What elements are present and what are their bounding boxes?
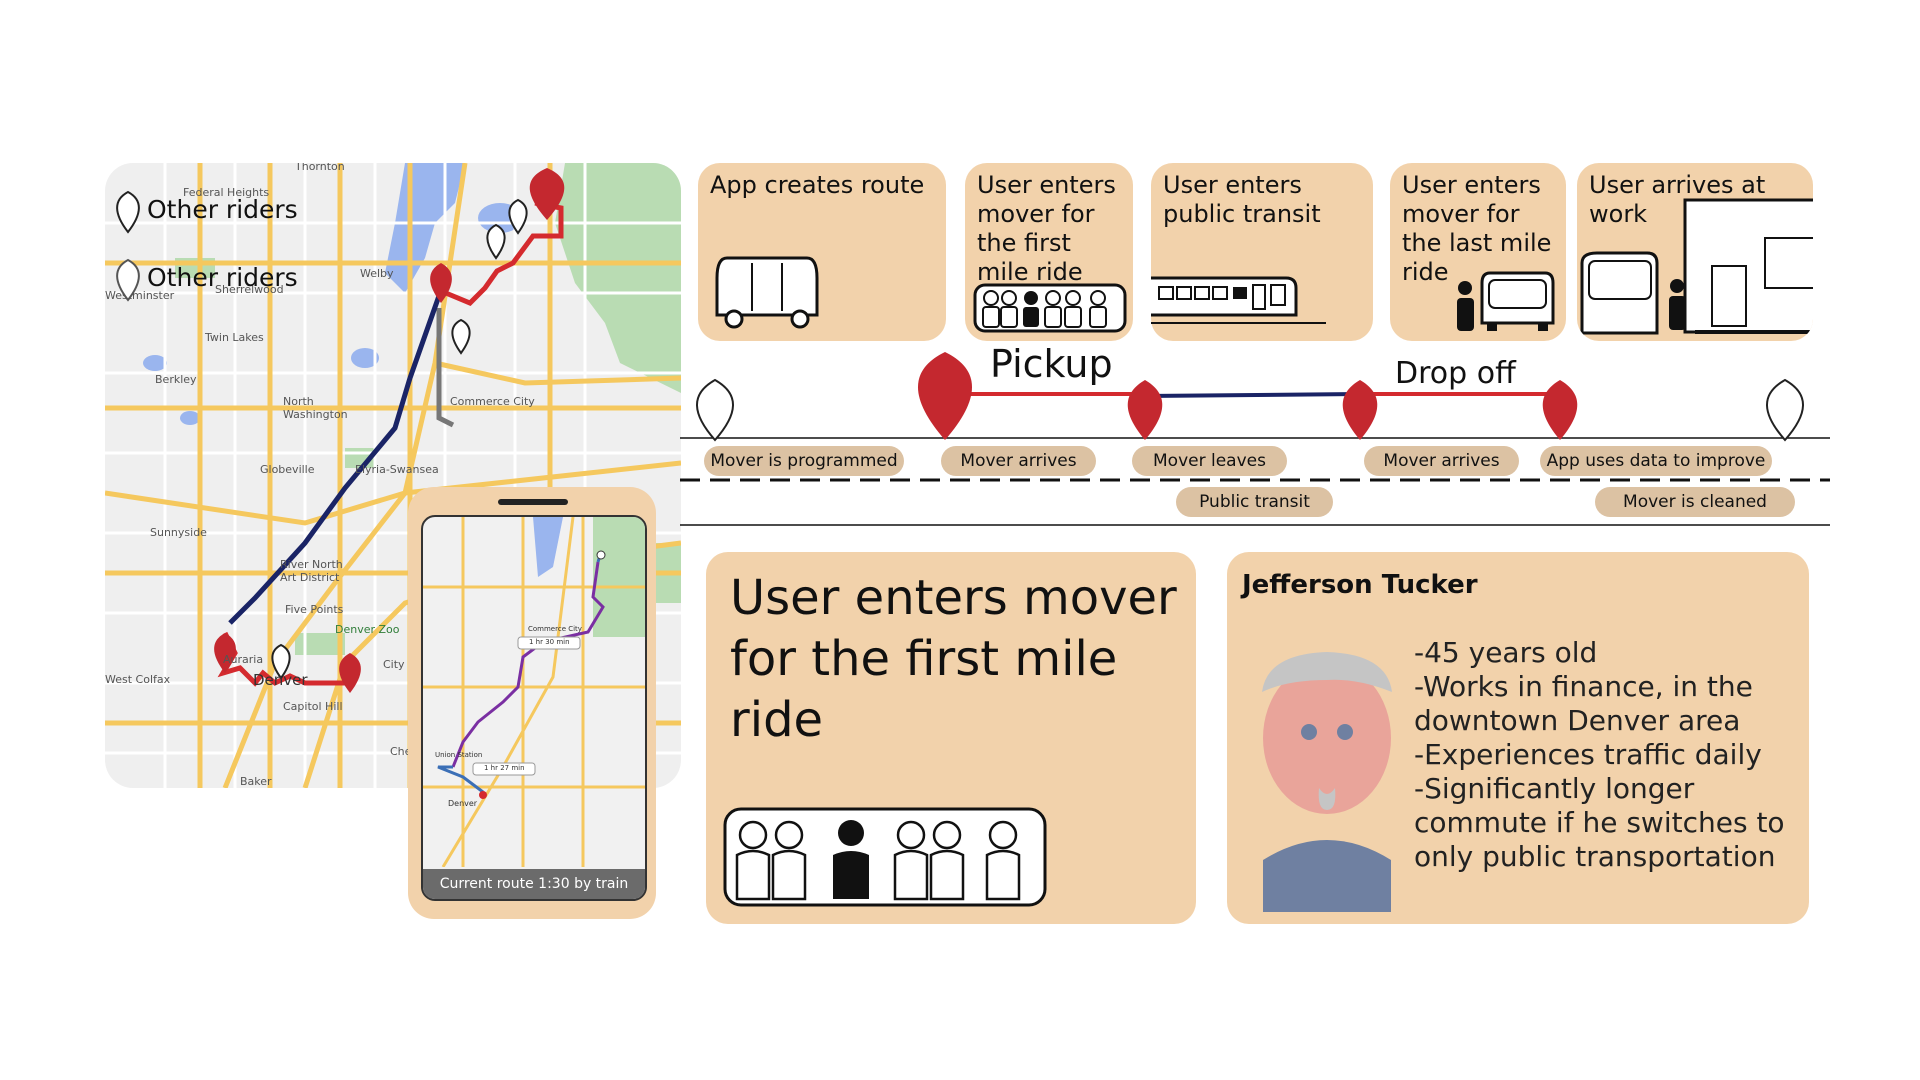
step-title: User enters public transit [1163,171,1321,228]
phone-caption-bar: Current route 1:30 by train [423,869,645,899]
phone-map-label: Union Station [435,751,483,759]
timeline [680,352,1830,526]
white-pin-icon [116,190,140,234]
step-card-2: User enters mover for the first mile rid… [965,163,1133,341]
route-map[interactable]: Thornton Federal Heights Westminster She… [105,163,681,788]
legend-item: Other riders [111,181,298,237]
transit-link [1144,392,1361,398]
map-city-label: Denver [253,671,308,689]
map-label: Commerce City [450,395,535,408]
step-card-5: User arrives at work [1577,163,1813,341]
map-label: Sherrelwood [215,283,284,296]
map-label: Five Points [285,603,344,616]
step-title: User arrives at work [1589,171,1766,228]
step-card-1: App creates route [698,163,946,341]
map-label: Thornton [295,163,345,173]
pickup-pin-icon [917,352,973,440]
persona-avatar [1262,652,1392,912]
bio-line: only public transportation [1414,840,1776,873]
map-label: Baker [240,775,272,788]
event-pill: Mover is programmed [704,446,904,476]
dropoff-label: Drop off [1395,356,1516,391]
train-icon [1151,276,1326,324]
map-label: Federal Heights [183,186,270,199]
map-legend: Other riders Other riders [111,181,298,305]
phone-screen[interactable]: 1 hr 30 min 1 hr 27 min Commerce City Un… [421,515,647,901]
phone-time-badge: 1 hr 27 min [484,764,525,772]
person-bus-icon [1457,271,1555,331]
legend-label: Other riders [147,262,298,292]
map-canvas [105,163,681,788]
event-pill: Mover arrives [941,446,1096,476]
seats-large-icon [723,807,1047,907]
map-label: Elyria-Swansea [355,463,439,476]
bio-line: downtown Denver area [1414,704,1741,737]
step-title: User enters mover for the last mile ride [1402,171,1552,286]
step-card-3: User enters public transit [1151,163,1373,341]
seats-icon [973,283,1127,333]
dropoff-pin-icon [1342,380,1378,440]
persona-bio: -45 years old -Works in finance, in the … [1414,636,1785,874]
map-label: West Colfax [105,673,171,686]
detail-title: User enters mover for the first mile rid… [730,570,1177,748]
map-label: Auraria [223,653,264,666]
pickup-label: Pickup [990,342,1113,386]
event-pill: Mover arrives [1364,446,1519,476]
step-title: App creates route [710,171,925,199]
mover-leaves-pin-icon [1127,380,1163,440]
legend-item: Other riders [111,249,298,305]
map-label: Sunnyside [150,526,207,539]
event-pill: Mover leaves [1132,446,1287,476]
map-label: North Washington [283,395,348,421]
phone-map [423,517,645,868]
persona-card: Jefferson Tucker -45 years old -Works in… [1227,552,1809,924]
phone-card: 1 hr 30 min 1 hr 27 min Commerce City Un… [408,487,656,919]
map-label: Twin Lakes [205,331,264,344]
detail-card: User enters mover for the first mile rid… [706,552,1196,924]
last-pin-icon [1542,380,1578,440]
legend-label: Other riders [147,194,298,224]
bio-line: -Significantly longer [1414,772,1695,805]
event-pill: App uses data to improve [1540,446,1772,476]
office-icon [1580,198,1813,335]
map-label: Capitol Hill [283,700,343,713]
map-label: Denver Zoo [335,623,400,636]
start-pin-icon [696,378,734,442]
phone-caption: Current route 1:30 by train [439,876,629,892]
map-label: Globeville [260,463,315,476]
phone-map-label: Commerce City [528,625,582,633]
step-card-4: User enters mover for the last mile ride [1390,163,1566,341]
event-pill: Public transit [1176,487,1333,517]
white-pin-icon [116,258,140,302]
map-label: Welby [360,267,394,280]
persona-name: Jefferson Tucker [1242,570,1478,600]
map-label: River North Art District [280,558,343,584]
end-pin-icon [1766,378,1804,442]
event-pill: Mover is cleaned [1595,487,1795,517]
phone-time-badge: 1 hr 30 min [529,638,570,646]
phone-map-label: Denver [448,799,478,808]
map-label: Berkley [155,373,197,386]
step-title: User enters mover for the first mile rid… [977,171,1116,286]
bus-icon [715,256,819,329]
bio-line: -45 years old [1414,636,1598,669]
bio-line: -Works in finance, in the [1414,670,1753,703]
bio-line: -Experiences traffic daily [1414,738,1762,771]
bio-line: commute if he switches to [1414,806,1785,839]
phone-speaker [498,499,568,505]
